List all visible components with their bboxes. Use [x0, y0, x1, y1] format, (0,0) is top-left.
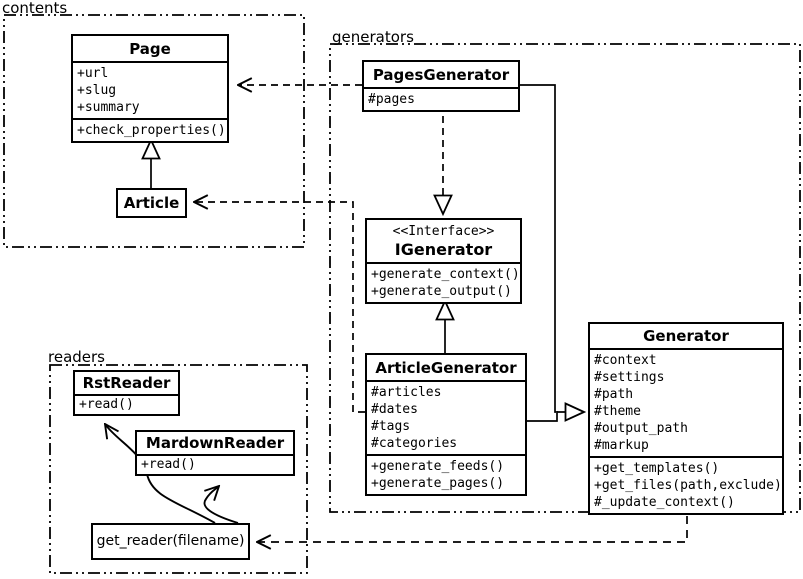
class-mardownreader: MardownReader +read() — [135, 430, 295, 476]
attribute: #settings — [594, 370, 665, 385]
method: #_update_context() — [594, 495, 735, 510]
class-igenerator: <<Interface>> IGenerator +generate_conte… — [365, 218, 522, 304]
attribute: +slug — [77, 83, 117, 98]
class-article-title: Article — [123, 194, 180, 212]
package-border-generators — [329, 43, 801, 513]
class-generator: Generator #context #settings #path #them… — [588, 322, 784, 515]
attribute: #articles — [371, 385, 442, 400]
method: +get_templates() — [594, 461, 720, 476]
class-generator-methods: +get_templates() +get_files(path,exclude… — [590, 456, 782, 513]
attribute: #pages — [368, 92, 415, 107]
attribute: +summary — [77, 100, 140, 115]
edge-pagesgenerator-to-generator-inheritance — [520, 84, 558, 413]
class-igenerator-header: <<Interface>> IGenerator — [367, 220, 520, 262]
package-label-readers: readers — [48, 348, 105, 366]
package-label-generators: generators — [332, 28, 414, 46]
class-article: Article — [116, 188, 187, 218]
class-articlegenerator: ArticleGenerator #articles #dates #tags … — [365, 353, 527, 496]
package-label-contents: contents — [2, 0, 68, 17]
attribute: #tags — [371, 419, 411, 434]
class-page-title: Page — [129, 40, 171, 58]
class-mardownreader-methods: +read() — [137, 454, 293, 474]
method: +check_properties() — [77, 123, 226, 138]
function-box-get-reader: get_reader(filename) — [91, 523, 250, 560]
class-articlegenerator-attributes: #articles #dates #tags #categories — [367, 380, 525, 454]
class-igenerator-title: IGenerator — [394, 240, 493, 259]
attribute: +url — [77, 66, 109, 81]
package-border-readers — [49, 364, 308, 574]
class-pagesgenerator-attributes: #pages — [364, 87, 518, 110]
edge-articlegenerator-to-generator-inheritance — [527, 413, 558, 422]
class-pagesgenerator-title: PagesGenerator — [372, 66, 510, 84]
attribute: #output_path — [594, 421, 688, 436]
method: +read() — [141, 457, 196, 472]
edge-articlegenerator-to-article-dependency — [194, 202, 365, 413]
method: +generate_context() — [371, 267, 520, 282]
class-page-attributes: +url +slug +summary — [73, 61, 227, 118]
method: +get_files(path,exclude) — [594, 478, 782, 493]
class-rstreader-title: RstReader — [82, 374, 171, 392]
class-rstreader-methods: +read() — [75, 394, 178, 414]
method: +generate_feeds() — [371, 459, 505, 474]
attribute: #theme — [594, 404, 641, 419]
method: +generate_output() — [371, 284, 512, 299]
class-articlegenerator-methods: +generate_feeds() +generate_pages() — [367, 454, 525, 494]
class-generator-title: Generator — [643, 327, 729, 345]
edge-generator-to-getreader-dependency — [257, 502, 688, 542]
class-page: Page +url +slug +summary +check_properti… — [71, 34, 229, 143]
method: +read() — [79, 397, 134, 412]
method: +generate_pages() — [371, 476, 505, 491]
attribute: #markup — [594, 438, 649, 453]
package-border-contents — [3, 14, 305, 248]
class-generator-attributes: #context #settings #path #theme #output_… — [590, 348, 782, 456]
class-articlegenerator-title: ArticleGenerator — [375, 359, 517, 377]
attribute: #path — [594, 387, 634, 402]
attribute: #context — [594, 353, 657, 368]
class-rstreader: RstReader +read() — [73, 370, 180, 416]
attribute: #dates — [371, 402, 418, 417]
attribute: #categories — [371, 436, 458, 451]
class-igenerator-methods: +generate_context() +generate_output() — [367, 262, 520, 302]
class-page-methods: +check_properties() — [73, 118, 227, 141]
edge-getreader-to-mardownreader — [203, 486, 239, 524]
class-igenerator-stereotype: <<Interface>> — [392, 224, 495, 239]
class-mardownreader-title: MardownReader — [145, 434, 285, 452]
class-pagesgenerator: PagesGenerator #pages — [362, 60, 520, 112]
